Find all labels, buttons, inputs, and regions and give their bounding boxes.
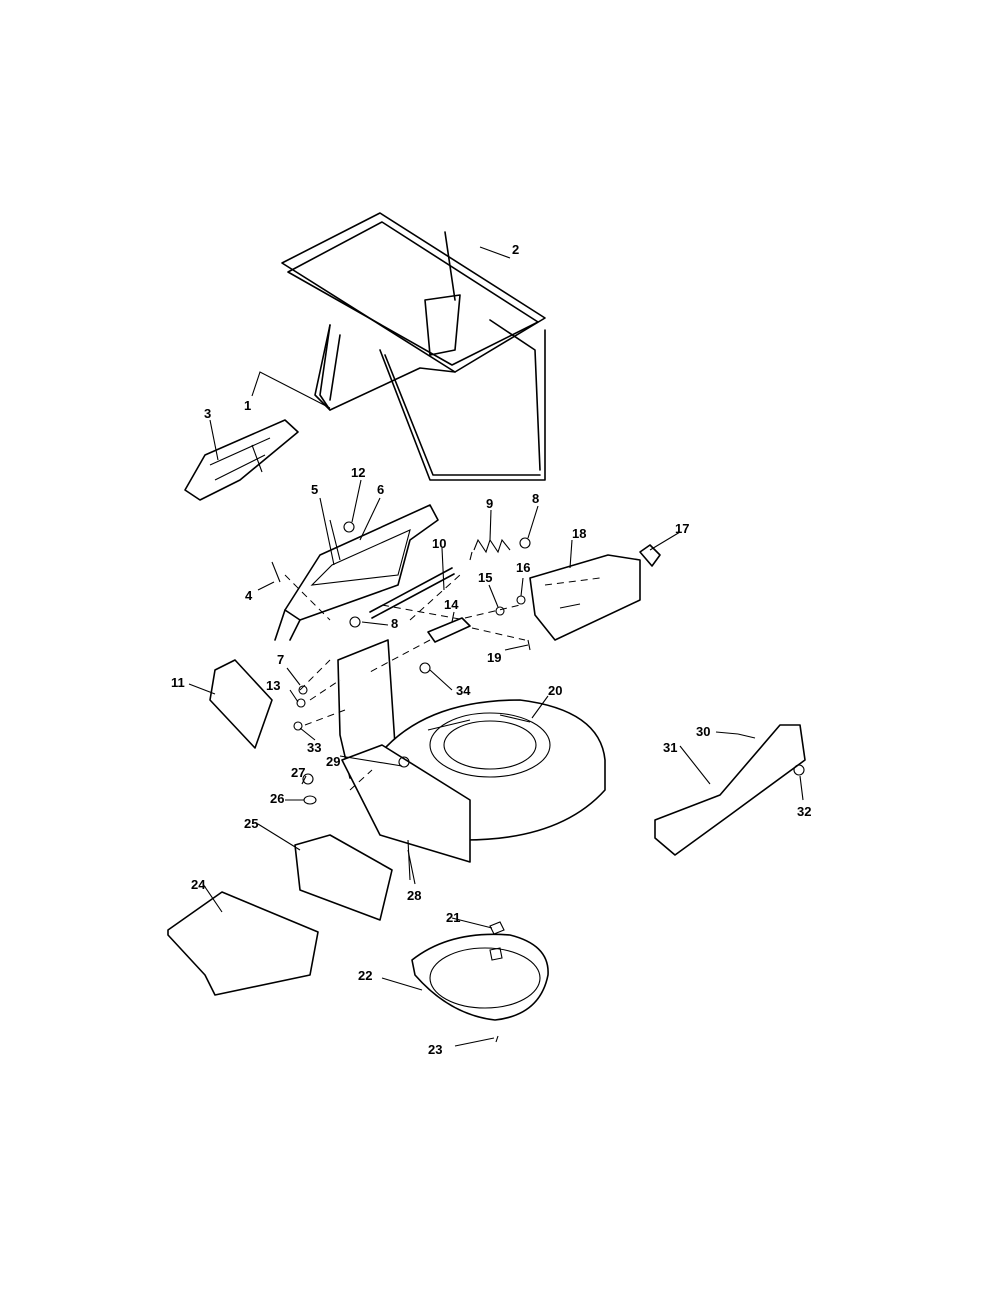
nut-34 (419, 662, 431, 674)
callout-8-top: 8 (532, 491, 539, 506)
skirt-24 (167, 891, 319, 996)
nut-12 (343, 521, 355, 533)
callout-10: 10 (432, 536, 446, 551)
callout-2: 2 (512, 242, 519, 257)
nut-21 (489, 921, 505, 935)
callout-19: 19 (487, 650, 501, 665)
callouts: 1 2 3 4 5 6 7 8 8 9 10 11 12 13 14 15 16… (171, 242, 811, 1057)
nut-32 (793, 764, 805, 776)
callout-30: 30 (696, 724, 710, 739)
washer-7 (298, 685, 308, 695)
bolt-4 (271, 561, 281, 583)
callout-14: 14 (444, 597, 459, 612)
callout-1: 1 (244, 398, 251, 413)
callout-9: 9 (486, 496, 493, 511)
callout-6: 6 (377, 482, 384, 497)
callout-21: 21 (446, 910, 460, 925)
callout-28: 28 (407, 888, 421, 903)
callout-34: 34 (456, 683, 471, 698)
catcher-frame (281, 212, 546, 481)
spring (469, 538, 511, 561)
nut-29 (398, 756, 410, 768)
callout-22: 22 (358, 968, 372, 983)
callout-8-bottom: 8 (391, 616, 398, 631)
callout-32: 32 (797, 804, 811, 819)
screw-33 (293, 721, 303, 731)
callout-13: 13 (266, 678, 280, 693)
callout-29: 29 (326, 754, 340, 769)
callout-24: 24 (191, 877, 206, 892)
callout-25: 25 (244, 816, 258, 831)
callout-17: 17 (675, 521, 689, 536)
deck-deflector (341, 744, 471, 863)
assembly-lines (284, 574, 601, 791)
callout-15: 15 (478, 570, 492, 585)
callout-4: 4 (245, 588, 253, 603)
bracket-3 (184, 419, 299, 501)
pin-19 (527, 639, 531, 651)
blade-bowl (411, 933, 549, 1021)
hinge-block (427, 617, 471, 643)
screw-13 (296, 698, 306, 708)
hardware (271, 519, 805, 1043)
bolt-30 (737, 733, 756, 739)
callout-27: 27 (291, 765, 305, 780)
callout-11: 11 (171, 675, 185, 690)
callout-5: 5 (311, 482, 318, 497)
baffle-11 (209, 659, 273, 749)
callout-23: 23 (428, 1042, 442, 1057)
cover-plate-25 (294, 834, 393, 921)
washer-15 (495, 606, 505, 616)
washer-26 (303, 795, 317, 805)
callout-18: 18 (572, 526, 586, 541)
callout-16: 16 (516, 560, 530, 575)
nut-27 (302, 773, 314, 785)
callout-33: 33 (307, 740, 321, 755)
hinge-rod (369, 567, 455, 619)
bolt-28 (407, 839, 411, 881)
callout-31: 31 (663, 740, 677, 755)
catcher-bag (319, 324, 341, 411)
callout-7: 7 (277, 652, 284, 667)
callout-3: 3 (204, 406, 211, 421)
leader-lines (188, 246, 804, 1047)
side-shield (654, 724, 806, 856)
callout-26: 26 (270, 791, 284, 806)
nut-8-bottom (349, 616, 361, 628)
clip-16 (516, 595, 526, 605)
bolt-23 (495, 1035, 499, 1043)
rear-cover (529, 554, 641, 641)
chute-door (274, 504, 439, 641)
knob (639, 544, 661, 567)
pin-5 (329, 519, 341, 561)
callout-20: 20 (548, 683, 562, 698)
nut-8-top (519, 537, 531, 549)
callout-12: 12 (351, 465, 365, 480)
